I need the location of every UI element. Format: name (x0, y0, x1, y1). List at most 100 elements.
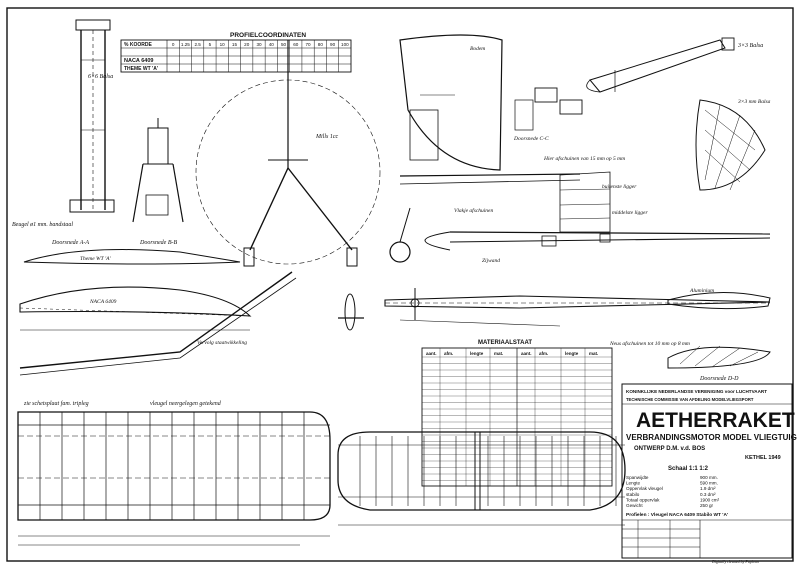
material-header-right: aant. afm. lengte mat. (521, 351, 598, 356)
stabilo-ribs (359, 436, 617, 506)
spec-value-4: 1900 cm² (700, 497, 720, 502)
org-line-1: KONINKLIJKE NEDERLANDSE VERENIGING voor … (626, 389, 767, 394)
spec-label-4: Totaal oppervlak (626, 497, 660, 502)
station-0: 0 (172, 42, 175, 47)
spec-label-1: Lengte (626, 481, 640, 486)
doorsnede-dd-label: Doorsnede D-D (699, 376, 739, 382)
station-5: 15 (232, 42, 238, 47)
neus-label: Neus afschuinen tot 10 mm op 8 mm (609, 340, 690, 347)
mat-right-head-3: mat. (589, 351, 598, 356)
wing-planform: zie schetsplaat fam. tripleg vleugel nee… (17, 400, 331, 546)
stabilo-side-profile: Aluminium (667, 288, 771, 310)
wing-front-view: Vervolg staatwikkeling (19, 271, 297, 376)
doorsnede-bb-label: Doorsnede B-B (139, 240, 177, 246)
model-type: VERBRANDINGSMOTOR MODEL VLIEGTUIG (626, 433, 797, 442)
staart-label: Hier afschuinen van 15 mm op 5 mm (543, 155, 625, 162)
scale: Schaal 1:1 1:2 (668, 466, 709, 472)
profile-table-title: PROFIELCOORDINATEN (230, 32, 306, 39)
mast-balsa-label: 6×6 Balsa (88, 74, 113, 80)
doorsnede-aa-label: Doorsnede A-A (51, 240, 89, 246)
org-line-2: TECHNISCHE COMMISSIE VAN AFDELING MODELV… (626, 397, 754, 402)
station-7: 30 (256, 42, 262, 47)
vleugel-neer-label: vleugel neergelegen getekend (150, 401, 222, 407)
mat-left-head-2: lengte (470, 351, 484, 356)
stabilo-profile: Theme WT 'A' (23, 249, 241, 265)
tail-hatch-detail: 3×3 mm Balsa (695, 99, 771, 191)
designer: ONTWERP D.M. v.d. BOS (634, 446, 705, 452)
theme-label: Theme WT 'A' (80, 256, 111, 262)
spec-label-2: Oppervlak vleugel (626, 486, 663, 491)
station-cells: 0 1.25 2.5 5 10 15 20 30 40 50 60 70 80 90 100 (172, 40, 349, 72)
spec-value-3: 0.3 dm² (700, 492, 716, 497)
wing-ribs (39, 412, 305, 520)
mat-left-head-0: aant. (426, 351, 437, 356)
motor-label: Mills 1cc (315, 134, 338, 140)
profile-coordinate-table: PROFIELCOORDINATEN % KOORDE NACA 6409 TH… (120, 32, 352, 73)
station-2: 2.5 (194, 42, 201, 47)
mat-right-head-2: lengte (565, 351, 579, 356)
spec-value-2: 1.9 dm² (700, 486, 716, 491)
spec-value-0: 900 mm. (700, 475, 718, 480)
beugel-label: Beugel ø1 mm. bandstaal (12, 222, 73, 228)
small-blocks: Doorsnede C-C (513, 87, 583, 142)
section-dd: Doorsnede D-D (667, 345, 771, 382)
zijwand-label: Zijwand (482, 258, 500, 264)
spec-value-1: 590 mm. (700, 481, 718, 486)
bodem-label: Bodem (470, 46, 485, 52)
tail-balsa-label: 3×3 mm Balsa (737, 99, 771, 105)
stabilo-rib-label: Aluminium (689, 288, 714, 294)
station-10: 60 (293, 42, 299, 47)
station-6: 20 (244, 42, 250, 47)
fuselage-top-view (384, 288, 771, 327)
station-9: 50 (281, 42, 287, 47)
fuselage-nose-side: Bodem (399, 34, 581, 185)
schets-label: zie schetsplaat fam. tripleg (23, 400, 89, 407)
profile-row-naca: NACA 6409 (124, 58, 153, 64)
mat-left-head-1: afm. (444, 351, 453, 356)
mat-right-head-0: aant. (521, 351, 532, 356)
station-12: 80 (318, 42, 324, 47)
material-list-title: MATERIAALSTAAT (478, 340, 532, 346)
top-balsa-label: 3×3 Balsa (737, 43, 763, 49)
material-rows (422, 348, 612, 486)
station-11: 70 (306, 42, 312, 47)
credit-note: Digitally cleaned by Papivan (711, 559, 759, 564)
profile-table-header: % KOORDE (124, 42, 152, 48)
vervolg-label: Vervolg staatwikkeling (197, 340, 247, 346)
mat-left-head-3: mat. (494, 351, 503, 356)
naca-label: NACA 6409 (89, 298, 117, 305)
station-4: 10 (220, 42, 226, 47)
station-8: 40 (269, 42, 275, 47)
station-1: 1.25 (181, 42, 190, 47)
station-13: 90 (330, 42, 336, 47)
profile-row-theme: THEME WT 'A' (124, 66, 158, 72)
wheel-detail (338, 293, 364, 331)
model-name: AETHERRAKET (636, 409, 795, 432)
pylon-front-view: 6×6 Balsa (69, 19, 115, 213)
material-list: MATERIAALSTAAT aant. afm. lengte mat. aant.… (421, 340, 613, 487)
profiles-used: Profielen : Vleugel NACA 6409 Stabilo WT… (626, 512, 728, 518)
design-date: KETHEL 1949 (745, 455, 781, 461)
middelste-label: middelste ligger (612, 210, 648, 216)
doorsnede-cc-label: Doorsnede C-C (513, 136, 549, 142)
station-14: 100 (341, 42, 349, 47)
spec-label-0: Spanwijdte (626, 475, 649, 480)
propeller-disc (195, 40, 381, 267)
spec-rows: Spanwijdte 900 mm. Lengte 590 mm. Oppervlak … (626, 475, 720, 508)
tail-boom-detail: 3×3 Balsa (586, 37, 763, 93)
vlakje-label: Vlakje afschuinen (454, 207, 494, 214)
stabilo-planform (337, 431, 626, 526)
fin-section: buitenste ligger middelste ligger (559, 171, 648, 233)
buitenste-label: buitenste ligger (602, 184, 637, 190)
material-header-left: aant. afm. lengte mat. (426, 351, 503, 356)
station-3: 5 (209, 42, 212, 47)
mat-right-head-1: afm. (539, 351, 548, 356)
fuselage-side-view: Zijwand Vlakje afschuinen (389, 207, 771, 264)
spec-label-5: Gewicht (626, 503, 643, 508)
title-block: KONINKLIJKE NEDERLANDSE VERENIGING voor … (621, 383, 797, 559)
spec-label-3: stabilo (626, 492, 640, 497)
spec-value-5: 250 gr (700, 503, 713, 508)
sheet-border (6, 7, 794, 562)
pylon-detail-b (132, 118, 184, 223)
